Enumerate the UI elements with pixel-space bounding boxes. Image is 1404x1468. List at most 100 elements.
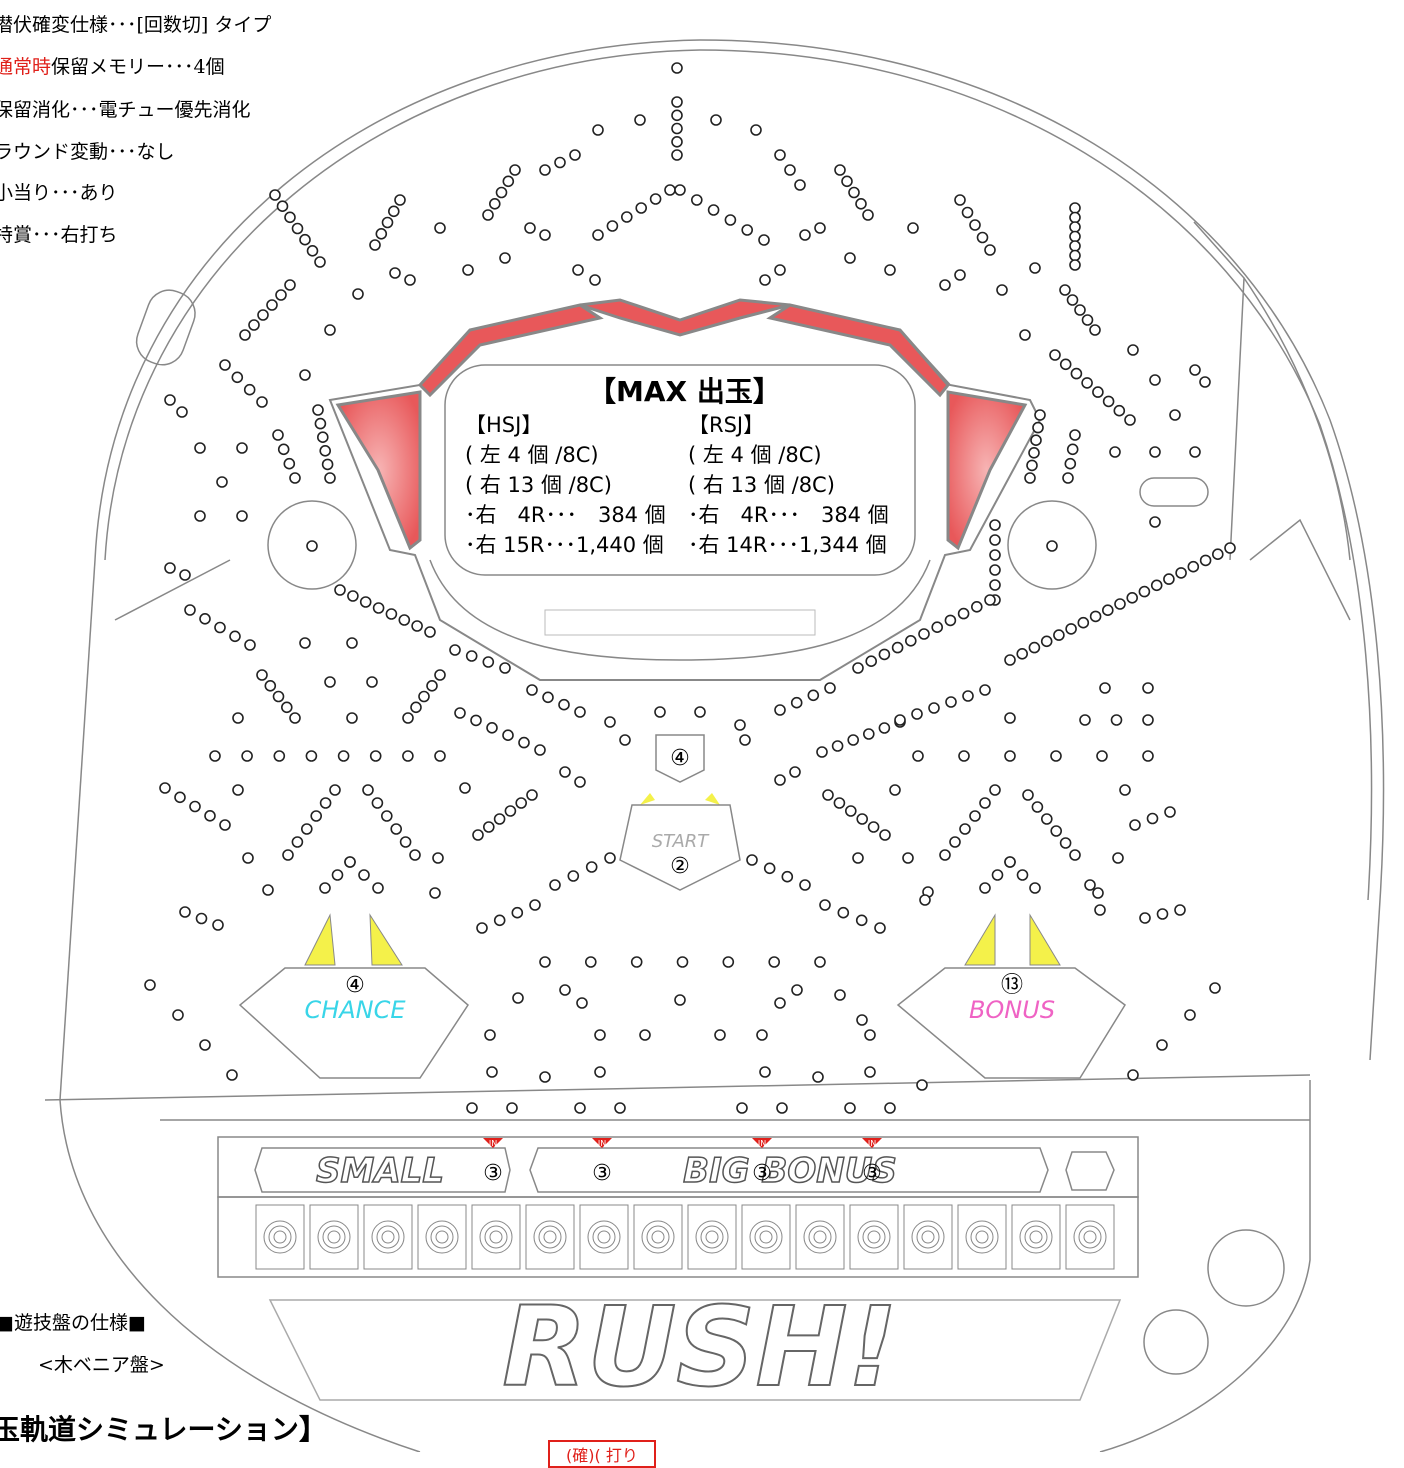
nail	[194, 510, 206, 522]
nail	[707, 204, 720, 216]
footer-tag: (確)( 打り	[548, 1440, 656, 1468]
nail	[1142, 714, 1154, 726]
nail	[172, 1009, 184, 1021]
lamp-ring	[533, 1220, 567, 1254]
spec-line-3: 保留消化･･･電チュー優先消化	[0, 99, 251, 121]
lamp-cell	[795, 1204, 845, 1270]
nail	[1189, 364, 1201, 376]
nail	[1029, 882, 1041, 894]
lamp-cell	[363, 1204, 413, 1270]
nail	[1069, 221, 1081, 233]
nail	[257, 309, 269, 321]
nail	[1224, 542, 1236, 554]
nail	[1127, 344, 1139, 356]
lamp-ring	[862, 1225, 886, 1249]
lcd-right-line-1: ( 左 4 個 /8C)	[688, 443, 822, 467]
nail	[429, 887, 441, 899]
nail	[499, 662, 511, 674]
nail	[878, 722, 891, 734]
lamp-ring	[273, 1230, 287, 1244]
nail	[756, 1029, 768, 1041]
lcd-right-column: 【RSJ】 ( 左 4 個 /8C) ( 右 13 個 /8C) ･右 4R･･…	[688, 410, 889, 560]
lcd-right-line-2: ( 右 13 個 /8C)	[688, 473, 835, 497]
windmill-right	[1007, 500, 1097, 590]
nail	[347, 590, 359, 602]
nail	[1127, 1069, 1139, 1081]
nail	[1069, 849, 1081, 861]
nail	[814, 956, 826, 968]
nail	[289, 472, 301, 484]
nail	[1089, 324, 1101, 336]
nail	[337, 750, 350, 762]
nail	[604, 716, 616, 728]
nail	[847, 734, 860, 746]
left-rail-slot	[135, 289, 196, 366]
nail	[1113, 404, 1126, 417]
nail	[710, 114, 722, 126]
nail	[831, 740, 844, 752]
footer-spec-sub: <木ベニア盤>	[38, 1354, 165, 1376]
nail	[1169, 409, 1181, 421]
nail	[324, 676, 336, 688]
nail	[372, 882, 384, 894]
lamp-cell	[741, 1204, 791, 1270]
nail	[371, 797, 384, 809]
nail	[674, 994, 686, 1006]
attacker-frame	[217, 1136, 1139, 1278]
nail	[1028, 446, 1040, 459]
lcd-right-header: 【RSJ】	[688, 413, 765, 437]
nail	[592, 124, 604, 136]
nail	[690, 194, 703, 206]
nail	[512, 992, 524, 1004]
nail	[878, 648, 891, 661]
nail	[1069, 202, 1081, 214]
lamp-ring	[425, 1220, 459, 1254]
nail	[790, 696, 803, 709]
nail	[574, 706, 586, 718]
nail	[816, 746, 828, 758]
lcd-left-line-3: ･右 4R･･･ 384 個	[465, 503, 666, 527]
lamp-ring	[597, 1230, 611, 1244]
nail	[312, 404, 324, 416]
nail	[1069, 230, 1081, 243]
nail	[1029, 262, 1041, 274]
nail	[1030, 434, 1042, 447]
nail	[979, 797, 991, 809]
lamp-cell	[849, 1204, 899, 1270]
nail	[314, 256, 326, 268]
nail	[410, 701, 422, 714]
rush-logo-text: RUSH!	[502, 1283, 897, 1411]
nail	[989, 564, 1001, 576]
nail	[584, 956, 597, 968]
lamp-ring	[1029, 1230, 1043, 1244]
nail	[1032, 421, 1044, 434]
nail	[511, 906, 524, 919]
lamp-ring	[975, 1230, 989, 1244]
nail	[724, 214, 737, 226]
nail	[358, 869, 370, 881]
nail	[989, 519, 1001, 531]
nail	[1046, 540, 1058, 552]
nail	[799, 229, 811, 241]
nail	[526, 684, 538, 696]
nail	[984, 244, 996, 256]
nail	[1212, 548, 1224, 561]
nail	[855, 914, 868, 927]
big-bonus-label: BIG BONUS	[683, 1151, 897, 1191]
nail	[495, 186, 508, 199]
nail	[1059, 358, 1072, 371]
nail	[619, 734, 631, 746]
nail	[1094, 904, 1106, 916]
nail	[184, 604, 196, 616]
nail	[539, 956, 551, 968]
nail	[256, 396, 268, 408]
nail	[989, 784, 1001, 796]
nail	[372, 602, 385, 614]
in-markers: IN IN IN IN	[483, 1138, 882, 1148]
nail	[316, 431, 329, 444]
nail	[1016, 869, 1029, 881]
lamp-ring	[484, 1225, 508, 1249]
lamp-ring	[911, 1220, 945, 1254]
nail	[346, 637, 358, 649]
nail	[232, 712, 244, 724]
